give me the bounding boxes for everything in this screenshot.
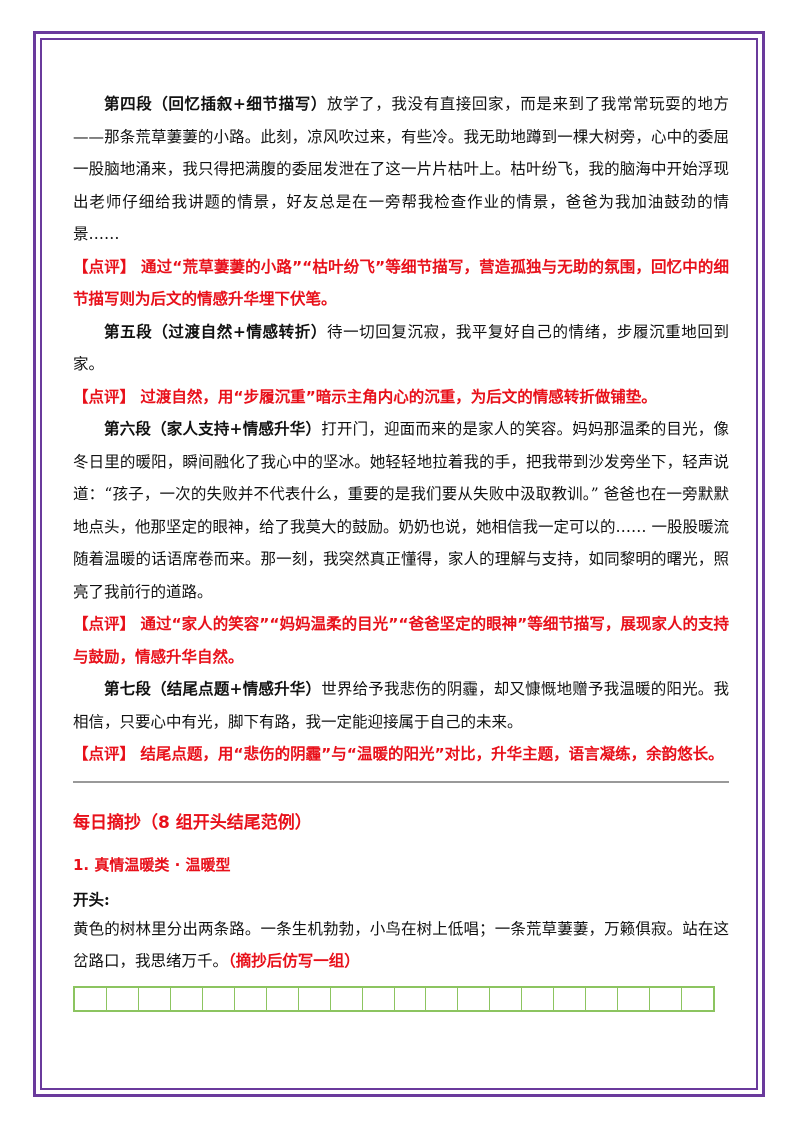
page-frame-outer (33, 31, 765, 1097)
writing-grid-cell[interactable] (235, 987, 267, 1010)
writing-grid-cell[interactable] (395, 987, 427, 1010)
writing-grid-cell[interactable] (363, 987, 395, 1010)
paragraph-4: 第四段（回忆插叙+细节描写）放学了，我没有直接回家，而是来到了我常常玩耍的地方—… (73, 88, 729, 251)
writing-grid-cell[interactable] (171, 987, 203, 1010)
writing-grid-cell[interactable] (299, 987, 331, 1010)
writing-grid-cell[interactable] (331, 987, 363, 1010)
writing-grid-cell[interactable] (458, 987, 491, 1010)
writing-grid-cell[interactable] (618, 987, 651, 1010)
writing-grid-cell[interactable] (139, 987, 171, 1010)
opening-text: 黄色的树林里分出两条路。一条生机勃勃，小鸟在树上低唱；一条荒草萋萋，万籁俱寂。站… (73, 913, 729, 978)
paragraph-7-text: 世界给予我悲伤的阴霾，却又慷慨地赠予我温暖的阳光。我相信，只要心中有光，脚下有路… (73, 680, 729, 731)
section-subtitle: 1. 真情温暖类 · 温暖型 (73, 855, 231, 874)
document-content: 第四段（回忆插叙+细节描写）放学了，我没有直接回家，而是来到了我常常玩耍的地方—… (73, 88, 729, 1012)
review-4: 【点评】 通过“荒草萋萋的小路”“枯叶纷飞”等细节描写，营造孤独与无助的氛围，回… (73, 257, 729, 309)
paragraph-6-heading: 第六段（家人支持+情感升华） (104, 419, 322, 438)
writing-grid-cell[interactable] (107, 987, 139, 1010)
writing-grid-cell[interactable] (586, 987, 619, 1010)
page-frame-inner (40, 38, 758, 1090)
writing-grid-cell[interactable] (203, 987, 235, 1010)
writing-grid[interactable] (73, 985, 715, 1012)
opening-label: 开头: (73, 889, 110, 909)
writing-grid-cell[interactable] (554, 987, 587, 1010)
writing-grid-cell[interactable] (682, 988, 713, 1010)
writing-grid-cell[interactable] (650, 987, 683, 1010)
copy-note: （摘抄后仿写一组） (228, 952, 360, 970)
review-5: 【点评】 过渡自然，用“步履沉重”暗示主角内心的沉重，为后文的情感转折做铺垫。 (73, 387, 657, 406)
review-6: 【点评】 通过“家人的笑容”“妈妈温柔的目光”“爸爸坚定的眼神”等细节描写，展现… (73, 615, 729, 666)
section-divider (73, 780, 729, 783)
writing-grid-cell[interactable] (426, 987, 459, 1010)
writing-grid-cell[interactable] (75, 987, 107, 1010)
section-title: 每日摘抄（8 组开头结尾范例） (73, 812, 312, 833)
paragraph-6-text: 打开门，迎面而来的是家人的笑容。妈妈那温柔的目光，像冬日里的暖阳，瞬间融化了我心… (73, 420, 729, 601)
writing-grid-cell[interactable] (490, 987, 523, 1010)
paragraph-6: 第六段（家人支持+情感升华）打开门，迎面而来的是家人的笑容。妈妈那温柔的目光，像… (73, 413, 729, 608)
paragraph-7-heading: 第七段（结尾点题+情感升华） (104, 679, 322, 698)
writing-grid-cell[interactable] (522, 987, 555, 1010)
opening-text-body: 黄色的树林里分出两条路。一条生机勃勃，小鸟在树上低唱；一条荒草萋萋，万籁俱寂。站… (73, 919, 729, 971)
writing-grid-cell[interactable] (267, 987, 299, 1010)
paragraph-5-text: 待一切回复沉寂，我平复好自己的情绪，步履沉重地回到家。 (73, 322, 729, 374)
review-7: 【点评】 结尾点题，用“悲伤的阴霾”与“温暖的阳光”对比，升华主题，语言凝练，余… (73, 745, 724, 763)
paragraph-5: 第五段（过渡自然+情感转折）待一切回复沉寂，我平复好自己的情绪，步履沉重地回到家… (73, 316, 729, 381)
paragraph-5-heading: 第五段（过渡自然+情感转折） (104, 321, 327, 341)
paragraph-4-text: 放学了，我没有直接回家，而是来到了我常常玩耍的地方——那条荒草萋萋的小路。此刻，… (73, 95, 729, 243)
paragraph-4-heading: 第四段（回忆插叙+细节描写） (104, 94, 327, 113)
paragraph-7: 第七段（结尾点题+情感升华）世界给予我悲伤的阴霾，却又慷慨地赠予我温暖的阳光。我… (73, 673, 729, 738)
